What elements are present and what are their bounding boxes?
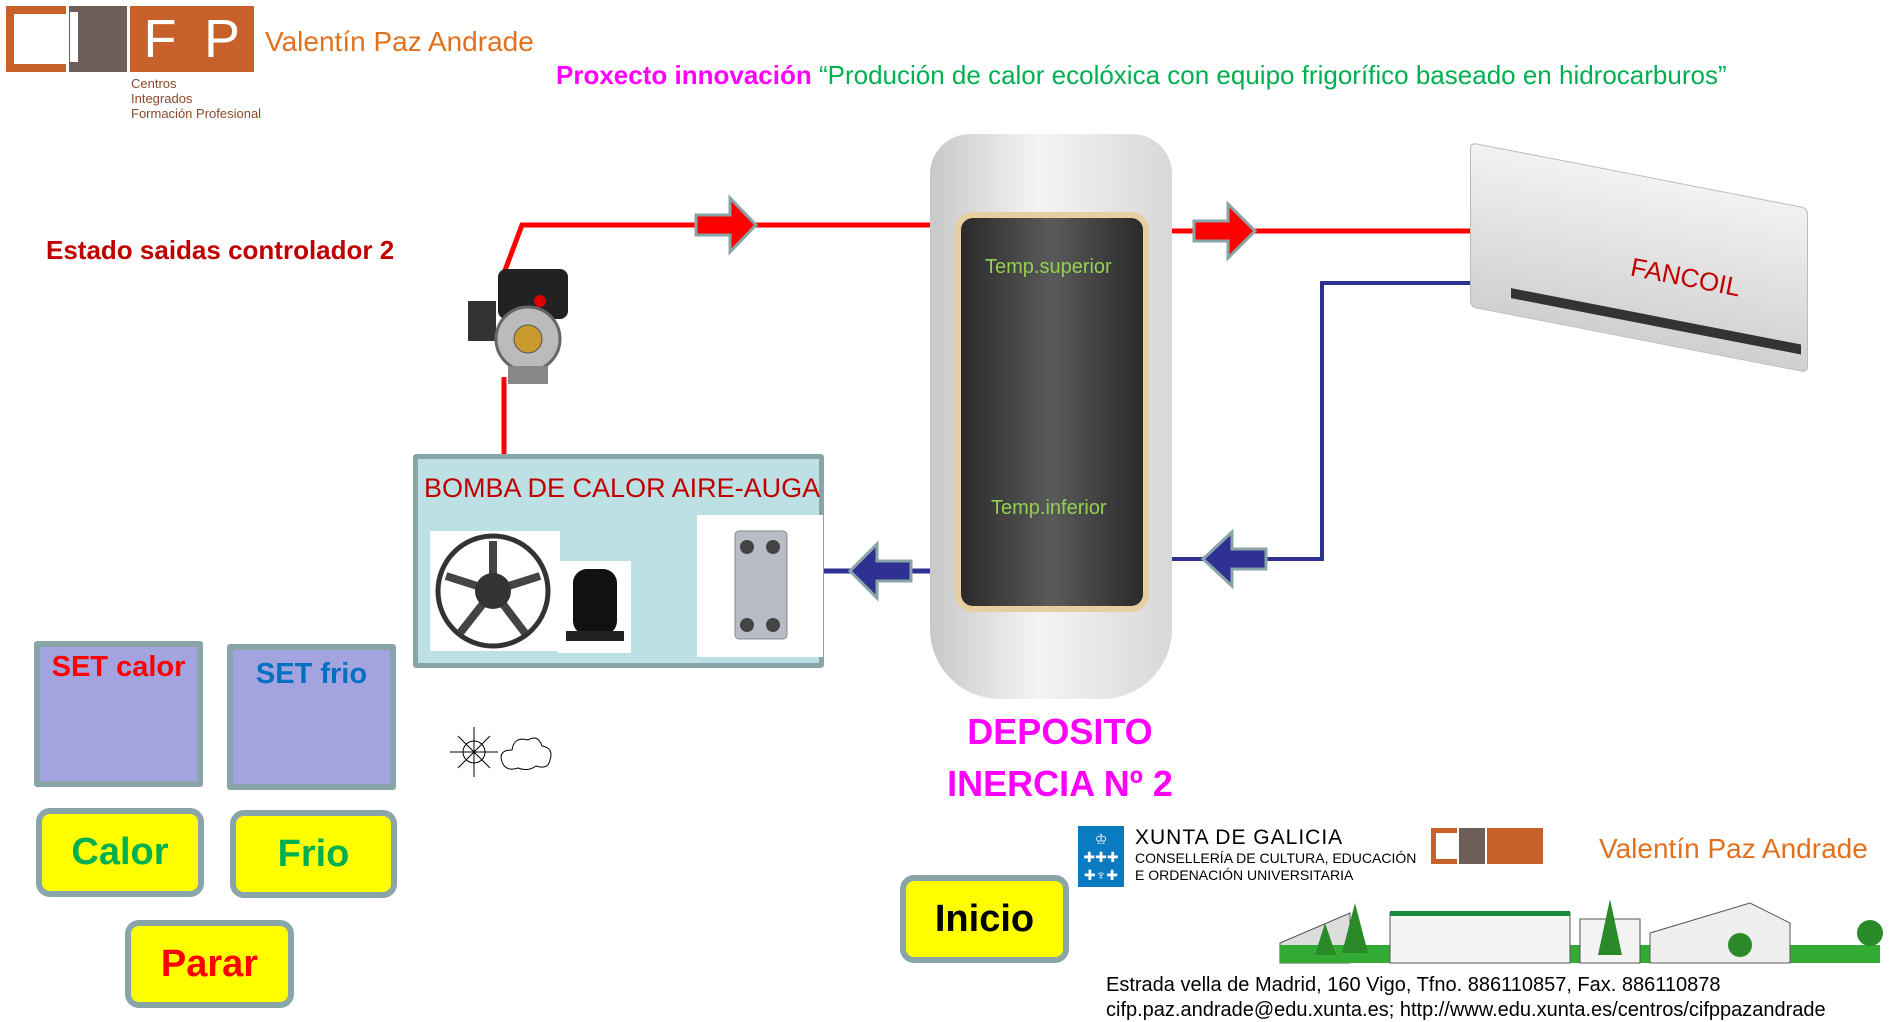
temp-top-label: Temp.superior [985,256,1112,278]
set-cold-panel[interactable]: SET frio [227,644,396,790]
footer-school-name: Valentín Paz Andrade [1599,833,1868,864]
heat-pump-title: BOMBA DE CALOR AIRE-AUGA [424,473,821,503]
project-label: Proxecto innovación [556,60,812,90]
compressor-icon [558,561,631,653]
logo-letter: I [69,6,127,72]
hot-arrow-icon [1192,200,1258,262]
logo-letter: C [6,6,66,72]
logo-subtitle-line: Formación Profesional [131,106,262,121]
temp-bottom-label: Temp.inferior [991,497,1107,519]
tank-label: DEPOSITO INERCIA Nº 2 [920,706,1200,810]
footer-contact[interactable]: cifp.paz.andrade@edu.xunta.es; http://ww… [1106,999,1826,1021]
home-button[interactable]: Inicio [900,875,1069,963]
tank-window [955,212,1149,612]
project-title: Proxecto innovación “Produción de calor … [556,60,1727,91]
hot-pipe-top [501,222,930,274]
logo-subtitle-line: Centros [131,76,177,91]
logo-subtitle: Centros Integrados Formación Profesional [131,76,261,121]
xunta-text: XUNTA DE GALICIA CONSELLERÍA DE CULTURA,… [1135,826,1416,884]
cold-pipe-right [1172,281,1470,561]
tank-label-line1: DEPOSITO [967,711,1153,752]
footer-address: Estrada vella de Madrid, 160 Vigo, Tfno.… [1106,974,1721,996]
xunta-logo-icon: ♔✚✚✚✚♆✚ [1078,826,1124,887]
logo-letter: P [190,6,254,72]
heat-pump-panel: BOMBA DE CALOR AIRE-AUGA [413,454,824,668]
set-heat-panel[interactable]: SET calor [34,641,203,787]
logo-subtitle-line: Integrados [131,91,193,106]
fan-icon [430,531,560,651]
logo-letter: F [130,6,190,72]
circulation-pump-icon [468,269,568,384]
cifp-logo: C I F P [6,6,254,72]
cifp-logo-small [1431,828,1543,864]
xunta-title: XUNTA DE GALICIA [1135,826,1344,849]
tank-label-line2: INERCIA Nº 2 [947,763,1173,804]
xunta-dept: E ORDENACIÓN UNIVERSITARIA [1135,867,1354,883]
logo-bar [70,12,78,62]
project-description: “Produción de calor ecolóxica con equipo… [818,60,1727,90]
stop-button[interactable]: Parar [125,920,294,1008]
cold-button[interactable]: Frio [230,810,397,898]
heat-button[interactable]: Calor [36,808,204,897]
cold-arrow-icon [1200,528,1268,590]
hot-arrow-icon [694,194,759,256]
status-title: Estado saidas controlador 2 [46,235,395,265]
xunta-dept: CONSELLERÍA DE CULTURA, EDUCACIÓN [1135,850,1417,866]
cold-arrow-icon [847,540,913,602]
school-name: Valentín Paz Andrade [265,26,534,57]
plate-heat-exchanger-icon [697,515,823,657]
sun-cloud-icon [450,727,552,777]
school-building-icon [1279,899,1883,964]
